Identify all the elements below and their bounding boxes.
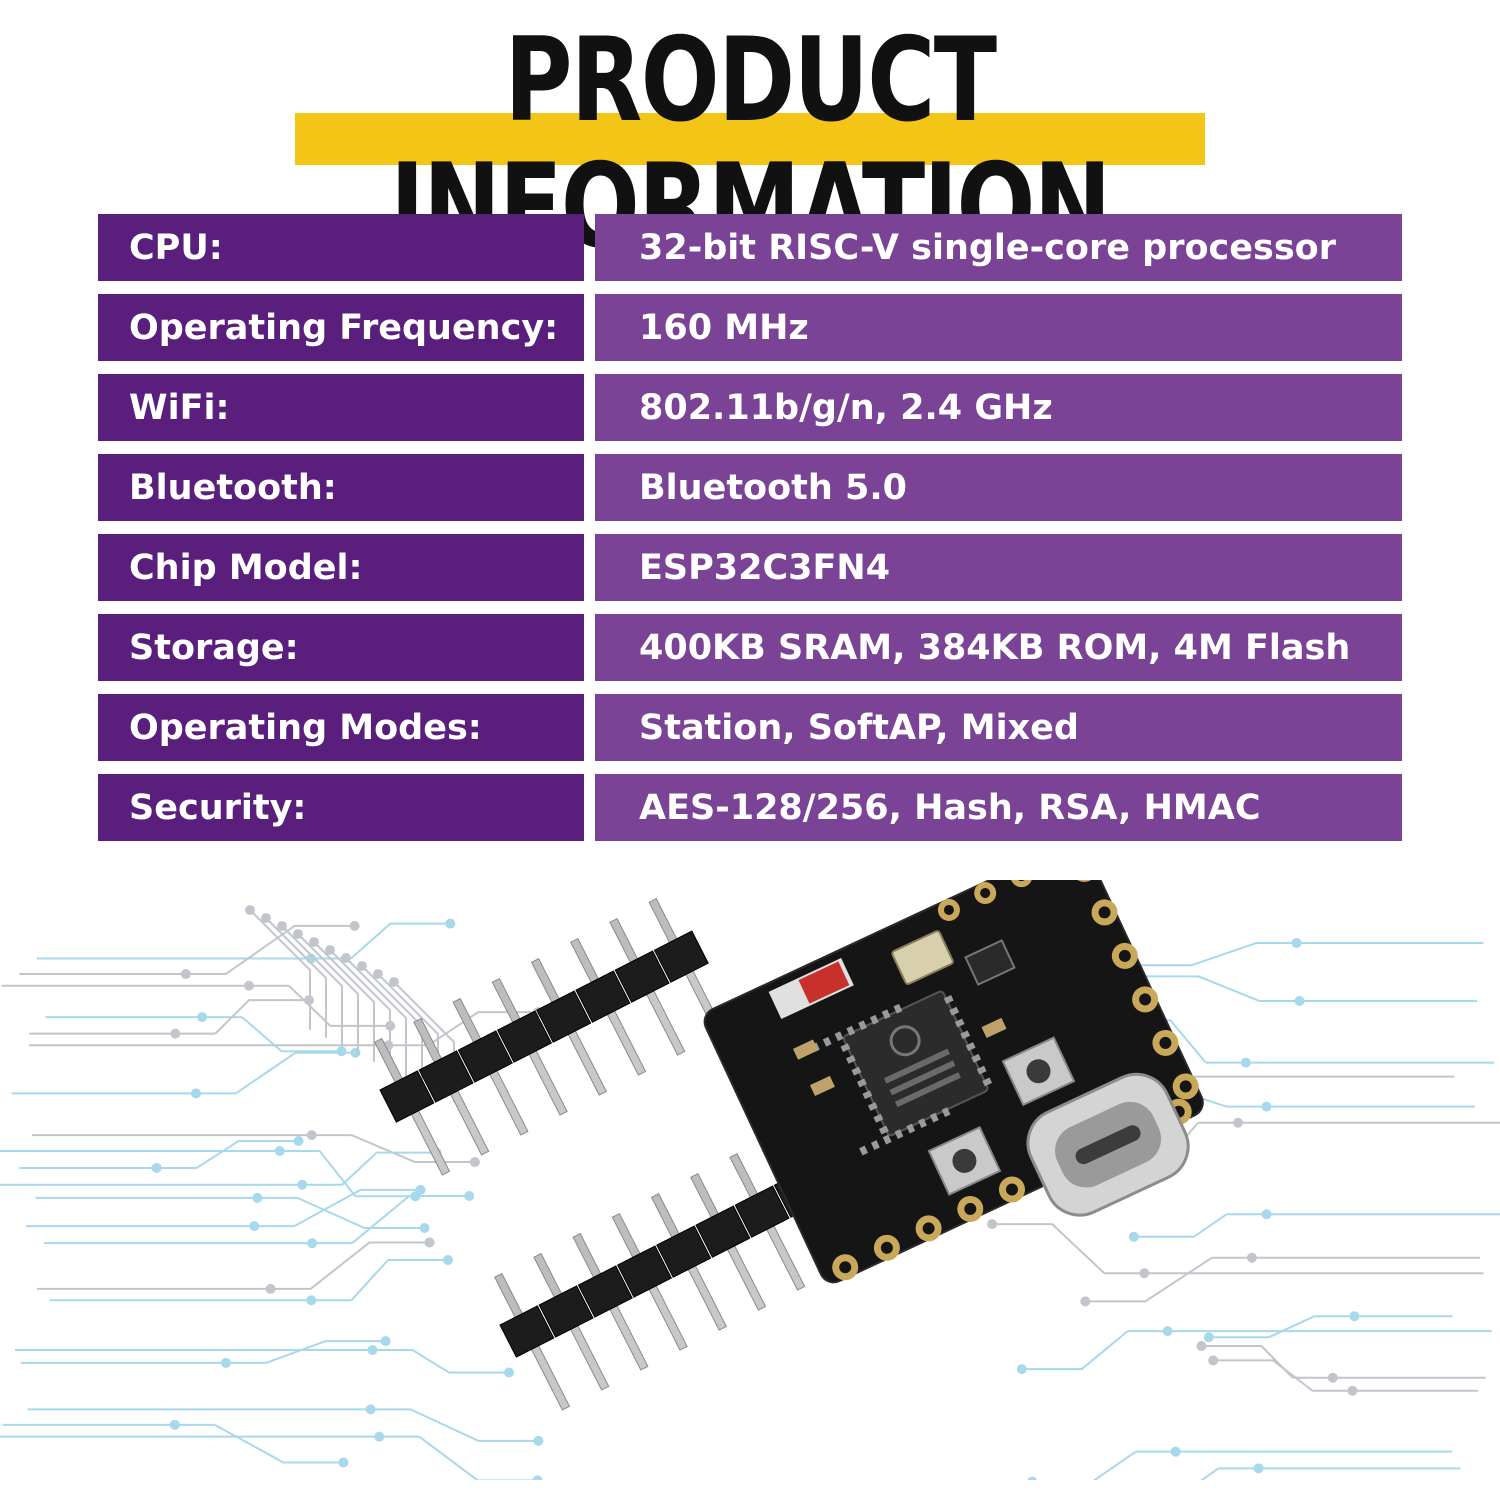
spec-row-chip-model: Chip Model: ESP32C3FN4 bbox=[98, 534, 1402, 601]
spec-row-frequency: Operating Frequency: 160 MHz bbox=[98, 294, 1402, 361]
spec-row-security: Security: AES-128/256, Hash, RSA, HMAC bbox=[98, 774, 1402, 841]
spec-label: Chip Model: bbox=[98, 534, 584, 601]
spec-value: 802.11b/g/n, 2.4 GHz bbox=[595, 374, 1402, 441]
spec-label: Storage: bbox=[98, 614, 584, 681]
spec-row-operating-modes: Operating Modes: Station, SoftAP, Mixed bbox=[98, 694, 1402, 761]
esp32-c3-board bbox=[703, 880, 1204, 1284]
boot-button bbox=[1001, 1036, 1076, 1107]
spec-table: CPU: 32-bit RISC-V single-core processor… bbox=[98, 214, 1402, 854]
esp32-chip bbox=[811, 990, 993, 1156]
spec-value: 400KB SRAM, 384KB ROM, 4M Flash bbox=[595, 614, 1402, 681]
spec-value: ESP32C3FN4 bbox=[595, 534, 1402, 601]
title-highlight-bar bbox=[295, 113, 1205, 165]
spec-value: AES-128/256, Hash, RSA, HMAC bbox=[595, 774, 1402, 841]
spec-value: 32-bit RISC-V single-core processor bbox=[595, 214, 1402, 281]
spec-value: Station, SoftAP, Mixed bbox=[595, 694, 1402, 761]
spec-label: Operating Frequency: bbox=[98, 294, 584, 361]
spec-row-storage: Storage: 400KB SRAM, 384KB ROM, 4M Flash bbox=[98, 614, 1402, 681]
spec-label: Bluetooth: bbox=[98, 454, 584, 521]
product-illustration bbox=[0, 880, 1500, 1480]
spec-row-bluetooth: Bluetooth: Bluetooth 5.0 bbox=[98, 454, 1402, 521]
spec-label: Operating Modes: bbox=[98, 694, 584, 761]
spec-row-cpu: CPU: 32-bit RISC-V single-core processor bbox=[98, 214, 1402, 281]
reset-button bbox=[927, 1125, 1002, 1196]
spec-value: 160 MHz bbox=[595, 294, 1402, 361]
usb-c-connector bbox=[1026, 1072, 1190, 1217]
spec-row-wifi: WiFi: 802.11b/g/n, 2.4 GHz bbox=[98, 374, 1402, 441]
spec-label: CPU: bbox=[98, 214, 584, 281]
pin-header-strip-upper bbox=[374, 898, 725, 1176]
spec-label: Security: bbox=[98, 774, 584, 841]
spec-value: Bluetooth 5.0 bbox=[595, 454, 1402, 521]
title-block: PRODUCT INFORMATION bbox=[0, 18, 1500, 270]
spec-label: WiFi: bbox=[98, 374, 584, 441]
